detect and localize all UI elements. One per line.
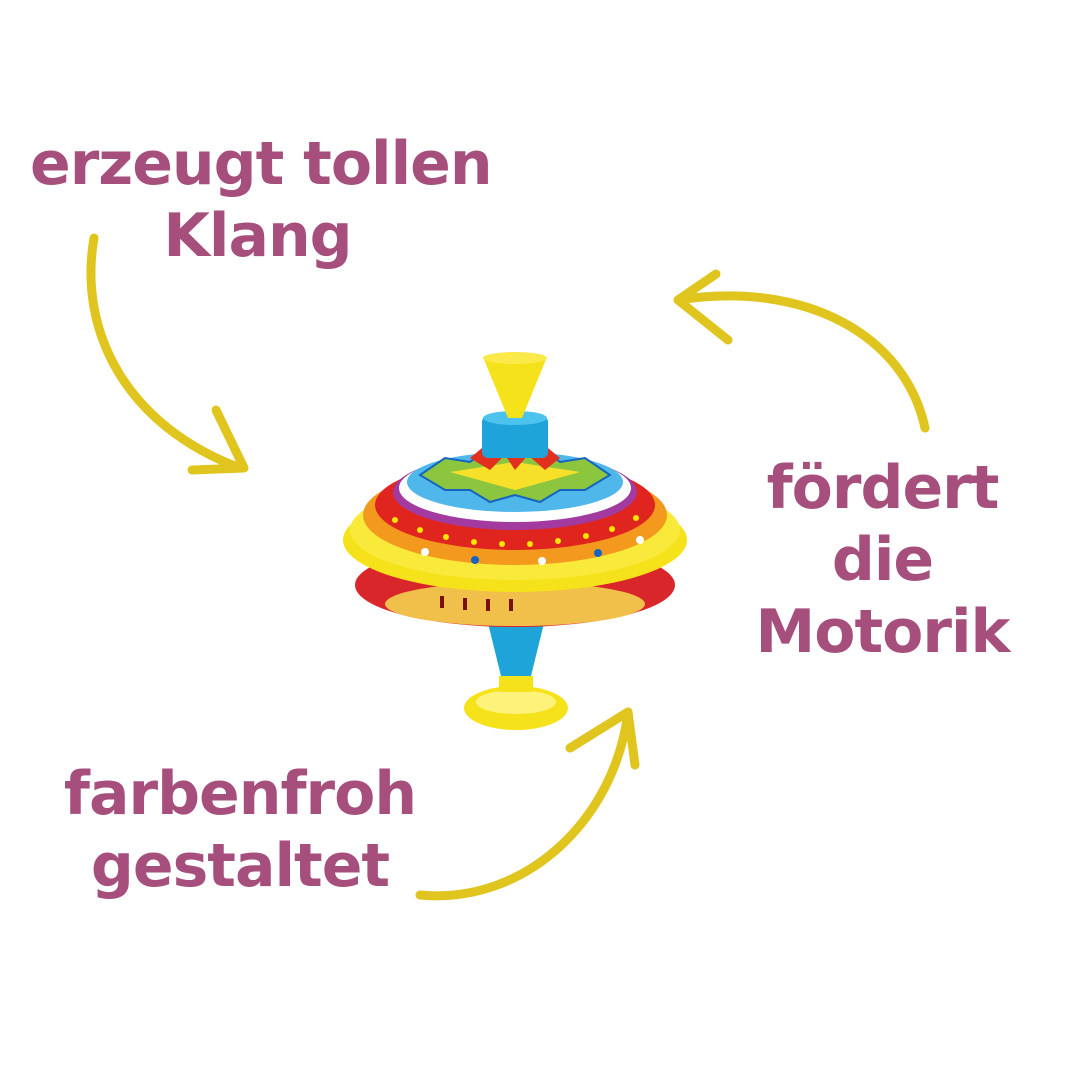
callout-colorful: farbenfroh gestaltet (55, 758, 425, 902)
callout-motor: fördert die Motorik (745, 452, 1020, 668)
arrow-sound (86, 233, 249, 475)
callout-motor-line3: Motorik (755, 597, 1011, 667)
spinning-top-image (343, 352, 687, 730)
callout-sound-line2: Klang (163, 201, 352, 271)
callout-motor-line1: fördert (766, 453, 1000, 523)
callout-sound: erzeugt tollen Klang (30, 128, 493, 272)
arrow-motor (673, 269, 930, 433)
callout-colorful-line2: gestaltet (90, 831, 390, 901)
callout-colorful-line1: farbenfroh (63, 759, 417, 829)
arrow-colorful (415, 707, 640, 901)
callout-motor-line2: die (831, 525, 934, 595)
callout-sound-line1: erzeugt tollen (30, 129, 493, 199)
